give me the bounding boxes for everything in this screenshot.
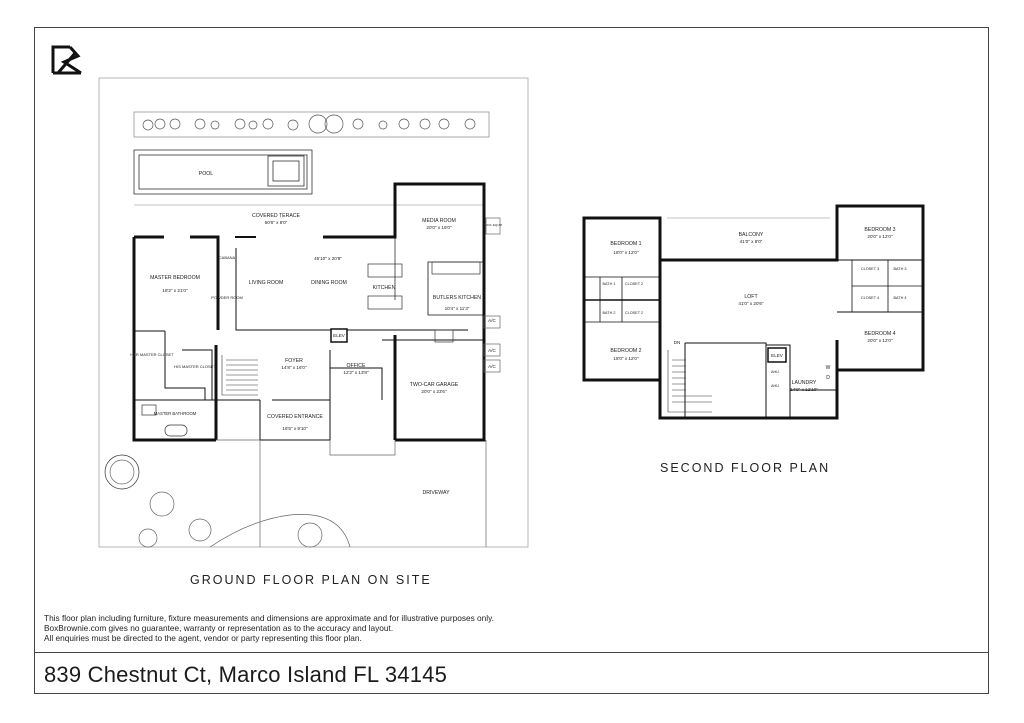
covered-entrance-dims: 16'5" x 9'10" — [282, 426, 308, 431]
ground-floor-title: GROUND FLOOR PLAN ON SITE — [190, 573, 432, 587]
covered-terace-label: COVERED TERACE — [252, 213, 301, 219]
landscape — [104, 439, 487, 548]
covered-terace-dims: 60'6" x 8'0" — [265, 220, 288, 225]
living-room-label: LIVING ROOM — [249, 280, 284, 286]
ac-label-1: A/C — [488, 318, 496, 323]
master-bathroom-label: MASTER BATHROOM — [154, 411, 197, 416]
ground-floor-stairs — [221, 355, 258, 396]
master-tub — [141, 404, 188, 437]
bedroom3-label: BEDROOM 3 — [864, 227, 895, 233]
closet3-label: CLOSET 3 — [861, 267, 879, 271]
elevator-ground — [330, 328, 348, 343]
address-band — [34, 652, 989, 694]
dn-label: DN — [674, 340, 681, 345]
closet2a-label: CLOSET 2 — [625, 282, 643, 286]
his-master-closet-label: HIS MASTER CLOSET — [174, 364, 216, 369]
cabana-label: CABANA — [219, 255, 236, 260]
foyer-dims: 14'8" x 16'0" — [281, 365, 307, 370]
balcony-dims: 41'0" x 8'0" — [740, 239, 763, 244]
pool-label: POOL — [199, 171, 214, 177]
brand-logo-icon — [51, 45, 82, 75]
office-dims: 12'2" x 13'8" — [343, 370, 369, 375]
bedroom1-dims: 18'0" x 12'0" — [613, 250, 639, 255]
second-floor-labels: BEDROOM 1 18'0" x 12'0" BALCONY 41'0" x … — [602, 227, 906, 392]
ahu-label-1: AHU — [771, 370, 779, 374]
disclaimer-line-1: This floor plan including furniture, fix… — [44, 613, 494, 623]
butlers-kitchen-label: BUTLERS KITCHEN — [433, 295, 481, 301]
disclaimer-line-3: All enquiries must be directed to the ag… — [44, 633, 362, 643]
her-master-closet-label: HER MASTER CLOSET — [130, 352, 174, 357]
great-room-dims: 45'10" x 20'9" — [314, 256, 342, 261]
ac-label-3: A/C — [488, 364, 496, 369]
hedge-row — [133, 111, 490, 138]
covered-entrance-label: COVERED ENTRANCE — [267, 414, 323, 420]
site-boundary — [98, 77, 529, 548]
kitchen-label: KITCHEN — [373, 285, 396, 291]
garage-dims: 20'0" x 23'6" — [421, 389, 447, 394]
loft-label: LOFT — [744, 294, 758, 300]
bedroom4-label: BEDROOM 4 — [864, 331, 895, 337]
garage-label: TWO-CAR GARAGE — [410, 382, 459, 388]
bedroom4-dims: 20'0" x 12'0" — [867, 338, 893, 343]
loft-dims: 41'0" x 20'6" — [738, 301, 764, 306]
dining-room-label: DINING ROOM — [311, 280, 347, 286]
media-room-label: MEDIA ROOM — [422, 218, 456, 224]
floor-plan-sheet — [34, 27, 989, 694]
closet2b-label: CLOSET 2 — [625, 311, 643, 315]
bath4-label: BATH 4 — [893, 296, 906, 300]
foyer-label: FOYER — [285, 358, 303, 364]
disclaimer: This floor plan including furniture, fix… — [44, 613, 564, 643]
driveway-label: DRIVEWAY — [422, 490, 450, 496]
dryer-label: D — [826, 375, 830, 381]
closet4-label: CLOSET 4 — [861, 296, 879, 300]
disclaimer-line-2: BoxBrownie.com gives no guarantee, warra… — [44, 623, 394, 633]
bath1-label: BATH 1 — [602, 282, 615, 286]
office-label: OFFICE — [346, 363, 366, 369]
elev-second-label: ELEV — [771, 353, 784, 358]
pool-equip-label: POOL EQUIP — [484, 223, 502, 227]
ahu-label-2: AHU — [771, 384, 779, 388]
ground-floor-walls — [132, 182, 486, 442]
butlers-kitchen-dims: 10'4" x 11'3" — [445, 306, 470, 311]
master-bedroom-dims: 18'2" x 21'0" — [162, 288, 188, 293]
bath3-label: BATH 3 — [893, 267, 906, 271]
media-room-dims: 20'0" x 16'0" — [426, 225, 452, 230]
master-bedroom-label: MASTER BEDROOM — [150, 275, 200, 281]
laundry-label: LAUNDRY — [792, 380, 817, 386]
pool — [133, 149, 313, 195]
bedroom2-dims: 18'0" x 12'0" — [613, 356, 639, 361]
bedroom3-dims: 20'0" x 12'0" — [867, 234, 893, 239]
bedroom1-label: BEDROOM 1 — [610, 241, 641, 247]
elev-ground-label: ELEV — [333, 333, 346, 338]
ground-floor-labels: POOL COVERED TERACE 60'6" x 8'0" MEDIA R… — [130, 171, 502, 496]
balcony-label: BALCONY — [739, 232, 764, 238]
second-floor-walls — [582, 204, 925, 420]
ac-label-2: A/C — [488, 348, 496, 353]
bedroom2-label: BEDROOM 2 — [610, 348, 641, 354]
elevator-second — [767, 347, 787, 363]
powder-room-label: POWDER ROOM — [211, 295, 243, 300]
second-floor-stairs — [667, 350, 712, 413]
property-address: 839 Chestnut Ct, Marco Island FL 34145 — [44, 662, 448, 687]
ac-units — [483, 217, 501, 373]
laundry-dims: 14'9" x 12'10" — [790, 387, 818, 392]
kitchen-islands — [367, 261, 481, 343]
washer-label: W — [826, 365, 831, 371]
bath2-label: BATH 2 — [602, 311, 615, 315]
second-floor-title: SECOND FLOOR PLAN — [660, 461, 831, 475]
